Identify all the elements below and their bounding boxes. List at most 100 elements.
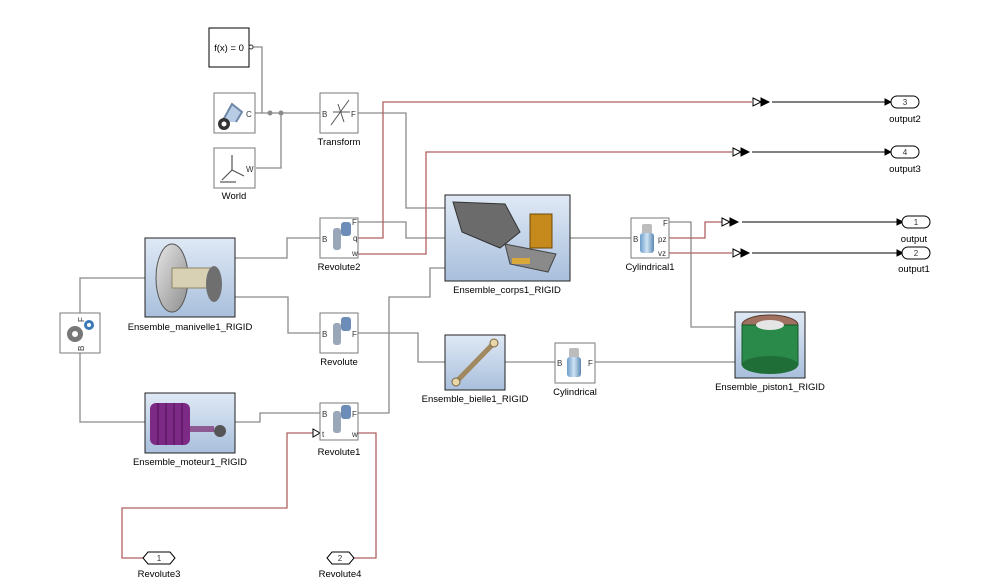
moteur-rigid-block[interactable]: Ensemble_moteur1_RIGID xyxy=(133,392,247,468)
crank-gear-icon xyxy=(155,243,222,313)
arrow-icon xyxy=(884,98,893,106)
revolute2-joint-block[interactable]: B F q w Revolute2 xyxy=(318,217,361,273)
gear-icon xyxy=(67,320,94,342)
arrow-icon xyxy=(760,97,771,107)
cylindrical-joint-icon xyxy=(567,348,581,377)
connection-line xyxy=(358,332,445,363)
port-w-label: w xyxy=(351,249,358,258)
cylindrical-joint-icon xyxy=(640,224,654,253)
physical-connections[interactable] xyxy=(79,46,735,423)
moteur-label: Ensemble_moteur1_RIGID xyxy=(133,457,247,468)
outport-number: 2 xyxy=(914,249,919,258)
transform-block[interactable]: B F Transform xyxy=(318,92,361,148)
port-b-label: B xyxy=(633,235,638,244)
outport-output[interactable]: 1 output xyxy=(901,215,931,245)
outport-output3[interactable]: 4 output3 xyxy=(889,145,921,175)
outport-label: output1 xyxy=(898,264,930,275)
mechanism-configuration-block[interactable]: C xyxy=(213,92,256,134)
bielle-label: Ensemble_bielle1_RIGID xyxy=(422,394,529,405)
port-c-label: C xyxy=(246,110,252,119)
revolute-label: Revolute xyxy=(320,357,358,368)
revolute1-joint-block[interactable]: B F t w Revolute1 xyxy=(318,402,361,458)
port-f-label: F xyxy=(77,317,86,322)
connection-line xyxy=(358,267,445,414)
port-w-label: w xyxy=(351,430,358,439)
outport-output2[interactable]: 3 output2 xyxy=(889,95,921,125)
port-f-label: F xyxy=(351,110,356,119)
signal-line xyxy=(349,432,377,559)
outport-label: output3 xyxy=(889,164,921,175)
arrow-icon xyxy=(752,97,763,107)
outport-number: 1 xyxy=(914,218,919,227)
piston-label: Ensemble_piston1_RIGID xyxy=(715,382,825,393)
revolute-joint-icon xyxy=(333,222,351,250)
inport-number: 1 xyxy=(157,554,162,563)
cylindrical1-label: Cylindrical1 xyxy=(625,262,674,273)
arrow-icon xyxy=(884,148,893,156)
connection-line xyxy=(358,221,445,239)
solver-config-block[interactable]: f(x) = 0 xyxy=(208,27,254,68)
solver-config-label: f(x) = 0 xyxy=(214,43,244,54)
outport-number: 4 xyxy=(903,148,908,157)
gear-constraint-block[interactable]: B F xyxy=(59,312,101,354)
manivelle-label: Ensemble_manivelle1_RIGID xyxy=(128,322,253,333)
inport-revolute4[interactable]: 2 Revolute4 xyxy=(319,551,362,580)
port-f-label: F xyxy=(663,219,668,228)
signal-connections[interactable] xyxy=(121,101,752,559)
port-b-label: B xyxy=(322,235,327,244)
outport-output1[interactable]: 2 output1 xyxy=(898,246,931,275)
port-b-label: B xyxy=(77,346,86,351)
arrow-icon xyxy=(740,248,751,258)
revolute-joint-icon xyxy=(333,317,351,345)
motor-icon xyxy=(150,403,226,445)
arrow-icon xyxy=(732,147,743,157)
port-b-label: B xyxy=(322,410,327,419)
arrow-icon xyxy=(896,218,905,226)
arrow-markers xyxy=(312,97,905,438)
revolute1-label: Revolute1 xyxy=(318,447,361,458)
port-q-label: q xyxy=(353,234,357,243)
junction-dot xyxy=(267,110,273,116)
connection-line xyxy=(235,296,320,334)
output-lines[interactable] xyxy=(742,101,900,254)
port-f-label: F xyxy=(352,330,357,339)
corps-label: Ensemble_corps1_RIGID xyxy=(453,285,561,296)
arrow-icon xyxy=(732,248,743,258)
port-pz-label: pz xyxy=(658,235,666,244)
corps-rigid-block[interactable]: Ensemble_corps1_RIGID xyxy=(444,194,571,296)
manivelle-rigid-block[interactable]: Ensemble_manivelle1_RIGID xyxy=(128,237,253,333)
port-f-label: F xyxy=(352,410,357,419)
port-f-label: F xyxy=(352,218,357,227)
piston-rigid-block[interactable]: Ensemble_piston1_RIGID xyxy=(715,311,825,393)
arrow-icon xyxy=(896,249,905,257)
junctions xyxy=(267,110,284,116)
cylindrical1-joint-block[interactable]: B F pz vz Cylindrical1 xyxy=(625,217,675,273)
inport-label: Revolute3 xyxy=(138,569,181,580)
gear-icon xyxy=(218,118,230,130)
cylindrical-label: Cylindrical xyxy=(553,387,597,398)
port-b-label: B xyxy=(322,110,327,119)
outport-label: output xyxy=(901,234,928,245)
revolute-joint-block[interactable]: B F Revolute xyxy=(319,312,359,368)
connection-line xyxy=(79,277,145,313)
arrow-icon xyxy=(740,147,751,157)
inport-revolute3[interactable]: 1 Revolute3 xyxy=(138,551,181,580)
cylindrical-joint-block[interactable]: B F Cylindrical xyxy=(553,342,597,398)
transform-label: Transform xyxy=(318,137,361,148)
revolute-joint-icon xyxy=(333,405,351,433)
port-vz-label: vz xyxy=(658,249,666,258)
connection-line xyxy=(235,412,320,423)
arrow-icon xyxy=(312,428,322,438)
signal-line xyxy=(121,432,313,559)
outport-number: 3 xyxy=(903,98,908,107)
connection-line xyxy=(358,112,445,209)
connecting-rod-icon xyxy=(451,338,499,387)
bielle-rigid-block[interactable]: Ensemble_bielle1_RIGID xyxy=(422,334,529,405)
junction-dot xyxy=(278,110,284,116)
connection-line xyxy=(251,46,263,113)
world-frame-block[interactable]: W World xyxy=(213,147,256,202)
revolute2-label: Revolute2 xyxy=(318,262,361,273)
inport-label: Revolute4 xyxy=(319,569,362,580)
piston-icon xyxy=(741,314,799,374)
